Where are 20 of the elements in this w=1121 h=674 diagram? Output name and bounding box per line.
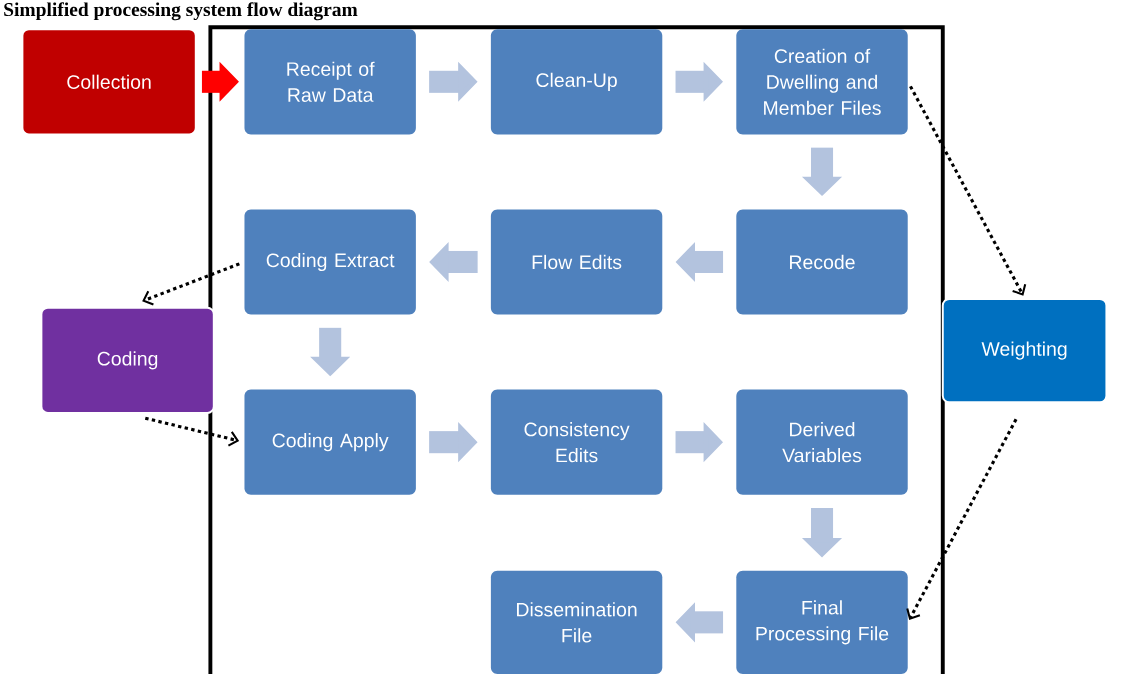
process-box: Receipt of Raw Data: [244, 29, 416, 135]
process-box: Creation of Dwelling and Member Files: [736, 29, 908, 135]
frame-box: [208, 25, 945, 674]
process-box: Coding: [40, 306, 215, 414]
process-box: Consistency Edits: [490, 389, 663, 495]
process-box: Coding Extract: [244, 209, 416, 315]
process-box: Clean-Up: [490, 29, 663, 135]
process-box: Collection: [21, 28, 197, 136]
process-box: Coding Apply: [244, 389, 416, 495]
process-box: Weighting: [941, 298, 1108, 404]
process-box: Derived Variables: [736, 389, 908, 495]
title: Simplified processing system flow diagram: [4, 2, 358, 21]
process-box: Flow Edits: [490, 209, 663, 315]
dotted-arrow: [142, 262, 240, 306]
dotted-arrow: [906, 418, 1018, 621]
dotted-arrow: [144, 416, 240, 447]
process-box: Final Processing File: [736, 570, 908, 674]
process-box: Recode: [736, 209, 908, 315]
dotted-arrow: [909, 85, 1027, 296]
process-box: Dissemination File: [490, 570, 663, 674]
